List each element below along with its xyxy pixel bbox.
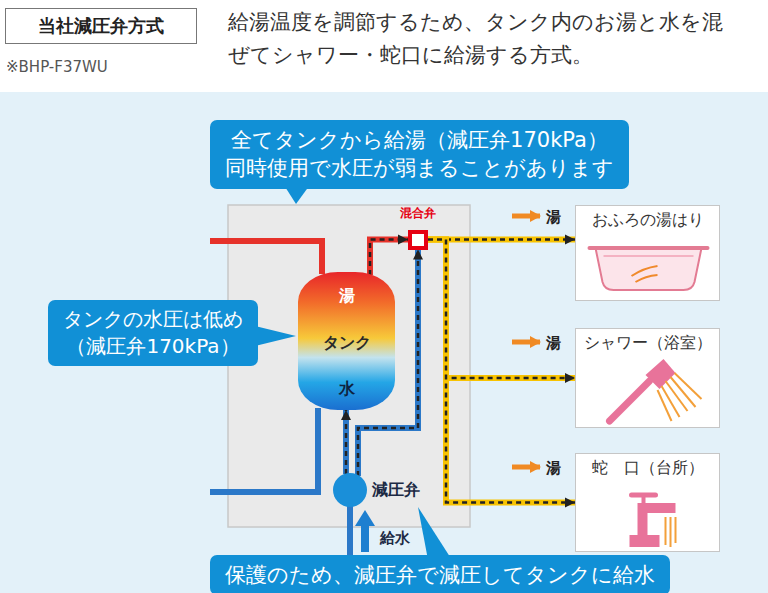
node-text: 水 <box>339 379 355 400</box>
flow-connector <box>370 240 408 275</box>
callout-box: 保護のため、減圧弁で減圧してタンクに給水 <box>210 555 670 593</box>
pipe-line <box>428 237 575 243</box>
callout-pointer <box>418 507 452 560</box>
flow-connector <box>428 239 575 240</box>
flow-dash <box>345 410 348 474</box>
supply-pipe <box>347 505 353 556</box>
hot-arrow <box>512 340 540 345</box>
hot-arrow <box>512 465 540 470</box>
pipe-line <box>343 410 349 474</box>
faucet-icon <box>575 479 720 551</box>
flow-connector <box>428 240 575 503</box>
node-text: 湯 <box>339 286 355 307</box>
node-label: 混合弁 <box>400 206 436 222</box>
flow-connector <box>346 410 347 474</box>
mixer-square <box>408 230 428 250</box>
hot-pipe <box>210 241 322 274</box>
callout-box: タンクの水圧は低め （減圧弁170kPa） <box>48 300 258 366</box>
outlet-box: シャワー（浴室） <box>575 328 720 428</box>
valve-circle <box>333 473 367 507</box>
callout-box: 全てタンクから給湯（減圧弁170kPa） 同時使用で水圧が弱まることがあります <box>210 120 629 189</box>
mixing-valve: 混合弁 <box>400 206 436 250</box>
model-note: ※BHP-F37WU <box>6 56 108 79</box>
node-text: 当社減圧弁方式 <box>38 14 164 38</box>
pipe-line <box>428 240 575 503</box>
hot-arrow <box>512 214 540 219</box>
flow-label: 給水 <box>380 527 410 550</box>
supply-arrow <box>355 510 375 552</box>
description-text: 給湯温度を調節するため、タンク内のお湯と水を混ぜてシャワー・蛇口に給湯する方式。 <box>228 6 738 71</box>
flow-dash <box>428 240 575 503</box>
title-box: 当社減圧弁方式 <box>5 8 197 44</box>
flow-label: 湯 <box>546 332 561 355</box>
node-text: 保護のため、減圧弁で減圧してタンクに給水 <box>224 561 656 589</box>
outlet-box: おふろの湯はり <box>575 205 720 301</box>
cold-pipe <box>210 408 318 492</box>
node-text: 蛇 口（台所） <box>582 458 713 479</box>
node-text: タンクの水圧は低め （減圧弁170kPa） <box>62 306 244 360</box>
flow-dash <box>370 240 408 275</box>
pipe-line <box>428 240 575 378</box>
flow-dash <box>428 238 575 241</box>
node-text: おふろの湯はり <box>582 210 713 231</box>
storage-tank: 湯タンク水 <box>298 272 395 410</box>
shower-icon <box>575 351 720 427</box>
outlet-box: 蛇 口（台所） <box>575 453 720 552</box>
pressure-reducing-valve: 減圧弁 <box>333 473 420 507</box>
bathtub-icon <box>575 230 720 300</box>
flow-dash <box>428 240 575 378</box>
flow-label: 湯 <box>546 206 561 229</box>
node-text: シャワー（浴室） <box>582 333 713 354</box>
node-text: 全てタンクから給湯（減圧弁170kPa） 同時使用で水圧が弱まることがあります <box>224 126 615 183</box>
background-panel <box>0 92 768 593</box>
unit-housing <box>228 205 470 527</box>
flow-label: 湯 <box>546 457 561 480</box>
node-text: タンク <box>323 333 371 354</box>
pipe-line <box>370 240 408 275</box>
flow-connector <box>428 240 575 378</box>
node-label: 減圧弁 <box>372 480 420 501</box>
